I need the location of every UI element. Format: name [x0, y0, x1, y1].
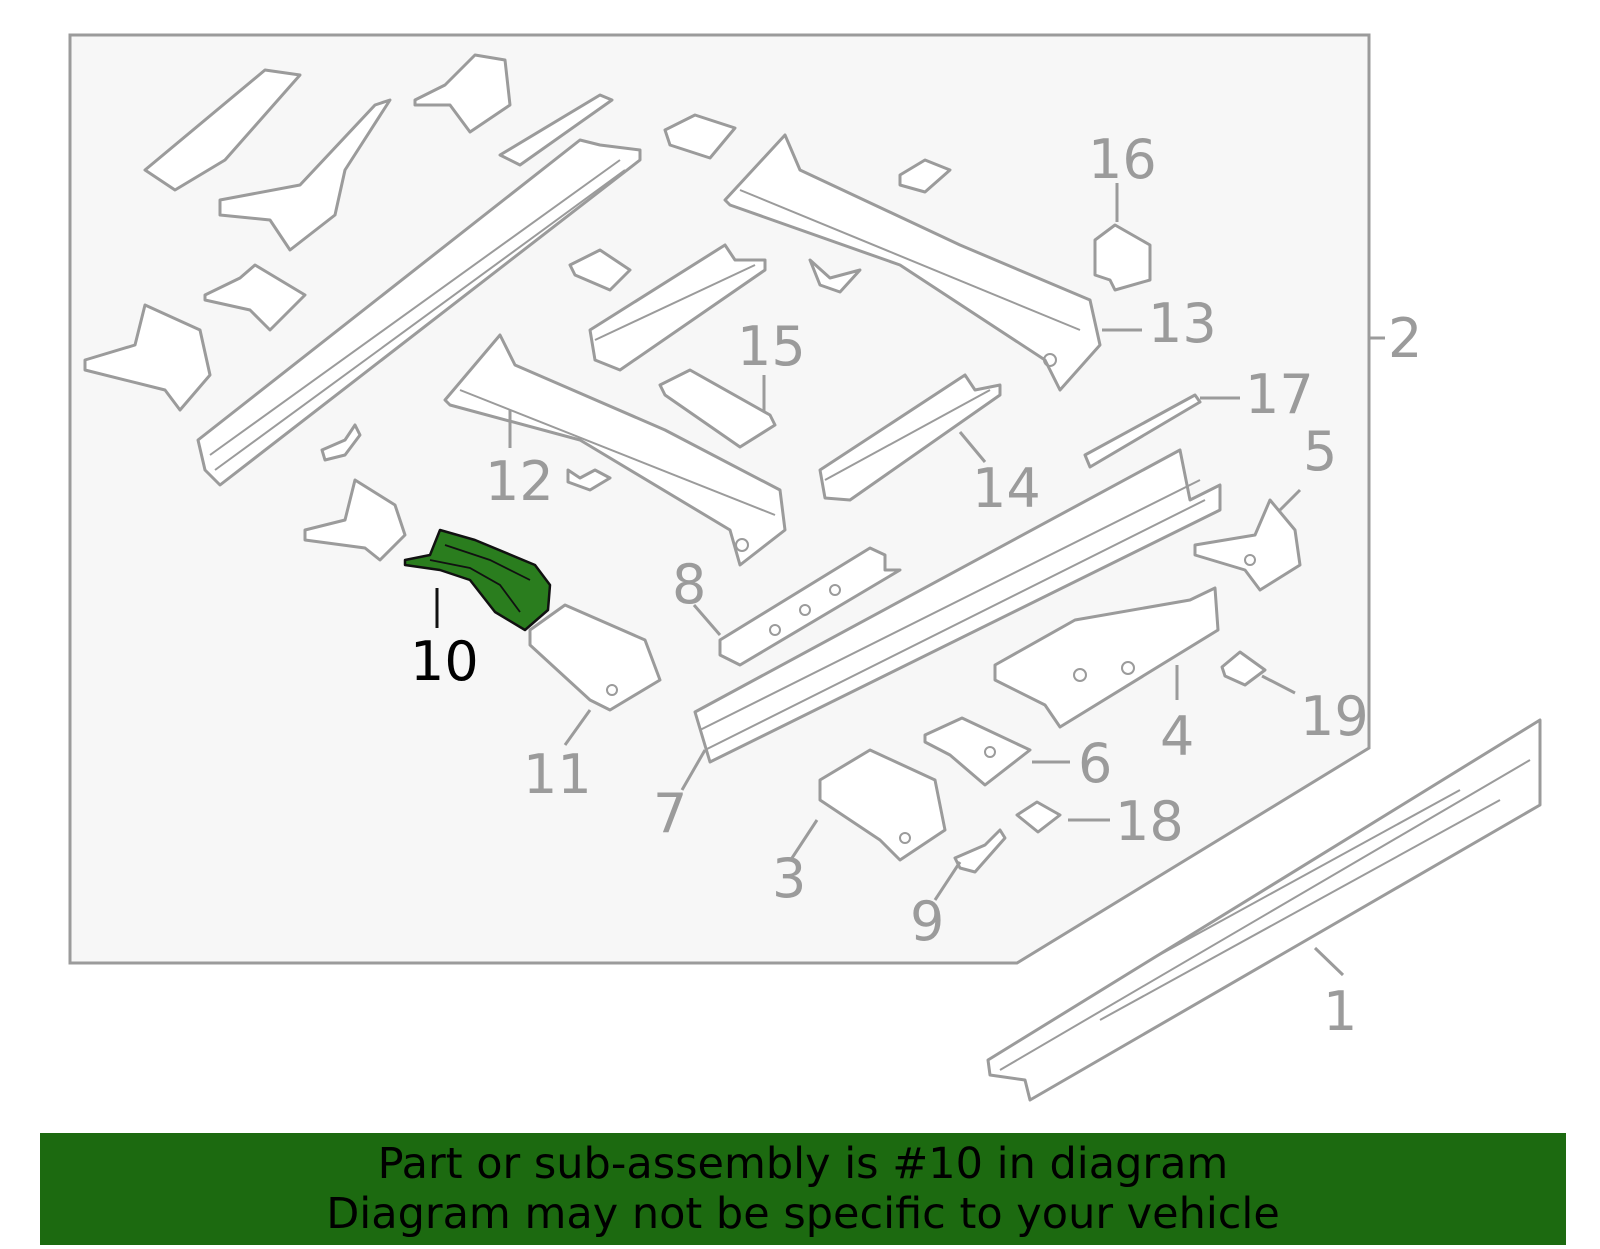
callout-19: 19 — [1300, 685, 1369, 748]
part-15-bracket[interactable] — [658, 368, 777, 449]
part-11-bracket[interactable] — [528, 603, 662, 712]
part-16-bracket[interactable] — [1093, 223, 1152, 292]
callout-2: 2 — [1388, 307, 1422, 370]
callout-8: 8 — [672, 553, 706, 616]
callout-1: 1 — [1323, 980, 1357, 1043]
callout-5: 5 — [1303, 420, 1337, 483]
callout-4: 4 — [1160, 705, 1194, 768]
part-9-clip[interactable] — [953, 828, 1007, 874]
part-upper-middle-rail[interactable] — [588, 243, 767, 372]
part-4-floor-pan-bracket[interactable] — [993, 586, 1220, 729]
part-7-floor-rail[interactable] — [693, 448, 1222, 764]
part-1-rocker-panel[interactable] — [986, 718, 1542, 1102]
callout-6: 6 — [1078, 732, 1112, 795]
part-6-plate[interactable] — [923, 716, 1032, 787]
callout-13: 13 — [1148, 292, 1217, 355]
part-3-bracket[interactable] — [818, 748, 947, 862]
banner-line-1: Part or sub-assembly is #10 in diagram — [377, 1139, 1229, 1189]
callout-18: 18 — [1115, 790, 1184, 853]
callout-11: 11 — [523, 743, 592, 806]
part-18-plate[interactable] — [1015, 800, 1062, 834]
callout-16: 16 — [1088, 128, 1157, 191]
leader-lines — [435, 183, 1385, 977]
part-10-highlighted[interactable] — [403, 528, 552, 632]
callout-12: 12 — [485, 450, 554, 513]
callout-3: 3 — [772, 847, 806, 910]
callout-17: 17 — [1245, 363, 1314, 426]
part-8-reinforcement[interactable] — [718, 546, 902, 667]
info-banner: Part or sub-assembly is #10 in diagram D… — [40, 1133, 1566, 1245]
callout-14: 14 — [972, 457, 1041, 520]
callout-10: 10 — [410, 630, 479, 693]
callout-9: 9 — [910, 890, 944, 953]
part-unlabeled-upper-left[interactable] — [83, 53, 952, 562]
callout-15: 15 — [737, 315, 806, 378]
part-13-crossmember[interactable] — [723, 133, 1102, 392]
part-19-plate[interactable] — [1220, 650, 1267, 687]
banner-line-2: Diagram may not be specific to your vehi… — [326, 1189, 1280, 1239]
part-12-crossmember[interactable] — [443, 333, 787, 567]
part-left-floor-rail[interactable] — [196, 138, 642, 487]
callout-7: 7 — [653, 782, 687, 845]
part-17-strip[interactable] — [1083, 393, 1202, 469]
part-14-bracket-rail[interactable] — [818, 373, 1002, 502]
callout-labels: 1 2 3 4 5 6 7 8 9 10 11 12 13 14 15 16 1… — [410, 128, 1422, 1043]
part-5-bracket[interactable] — [1193, 498, 1302, 592]
